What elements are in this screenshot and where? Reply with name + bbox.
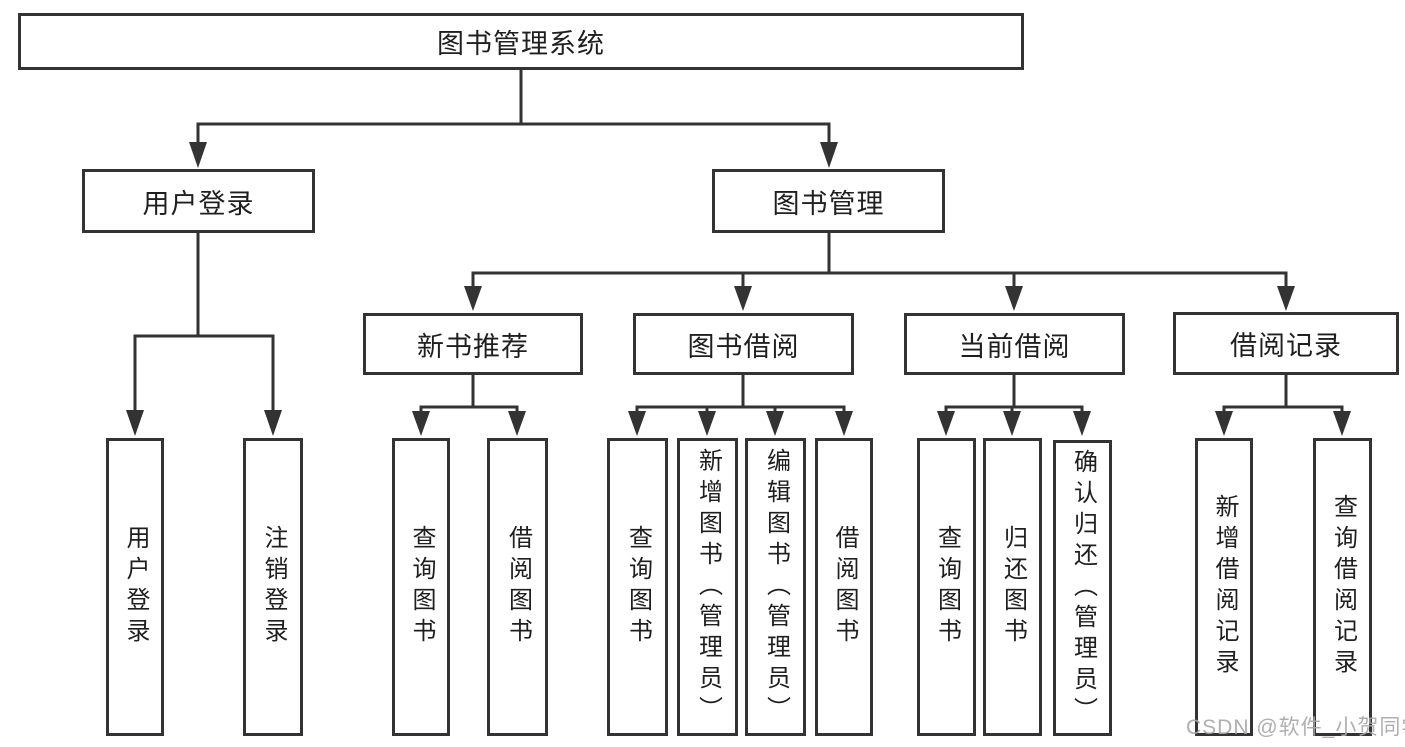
leaf-cb-confirm-return: 确认归还（管理员） bbox=[1053, 440, 1112, 736]
node-borrow-record: 借阅记录 bbox=[1173, 312, 1399, 375]
leaf-cb-query-book-label: 查询图书 bbox=[933, 525, 961, 649]
leaf-rec-borrow-book: 借阅图书 bbox=[487, 438, 548, 736]
leaf-bb-add-book: 新增图书（管理员） bbox=[677, 438, 738, 736]
node-book-management-label: 图书管理 bbox=[772, 188, 885, 219]
node-user-login-label: 用户登录 bbox=[142, 188, 255, 219]
node-current-borrow-label: 当前借阅 bbox=[958, 331, 1071, 362]
leaf-cb-query-book: 查询图书 bbox=[917, 438, 976, 736]
leaf-login: 用户登录 bbox=[106, 438, 164, 736]
node-new-book-recommend: 新书推荐 bbox=[363, 313, 583, 375]
node-book-management: 图书管理 bbox=[712, 169, 945, 233]
leaf-bb-add-book-label: 新增图书（管理员） bbox=[694, 447, 722, 727]
leaf-cb-confirm-return-label: 确认归还（管理员） bbox=[1069, 448, 1097, 728]
node-root-label: 图书管理系统 bbox=[437, 29, 605, 59]
node-new-book-recommend-label: 新书推荐 bbox=[417, 331, 529, 362]
leaf-br-query-record-label: 查询借阅记录 bbox=[1329, 494, 1357, 680]
leaf-login-label: 用户登录 bbox=[122, 525, 149, 649]
leaf-cb-return-book-label: 归还图书 bbox=[999, 525, 1027, 649]
leaf-rec-borrow-book-label: 借阅图书 bbox=[504, 525, 532, 649]
leaf-logout-label: 注销登录 bbox=[260, 525, 287, 649]
node-book-borrow: 图书借阅 bbox=[633, 313, 854, 375]
leaf-cb-return-book: 归还图书 bbox=[983, 438, 1042, 736]
leaf-logout: 注销登录 bbox=[243, 438, 303, 736]
leaf-br-add-record-label: 新增借阅记录 bbox=[1211, 494, 1238, 680]
leaf-bb-edit-book: 编辑图书（管理员） bbox=[745, 438, 806, 736]
leaf-bb-query-book-label: 查询图书 bbox=[624, 525, 652, 649]
node-book-borrow-label: 图书借阅 bbox=[687, 331, 800, 362]
node-user-login: 用户登录 bbox=[82, 169, 315, 233]
node-borrow-record-label: 借阅记录 bbox=[1230, 331, 1342, 361]
leaf-br-query-record: 查询借阅记录 bbox=[1313, 438, 1372, 736]
leaf-bb-edit-book-label: 编辑图书（管理员） bbox=[762, 447, 790, 727]
leaf-bb-borrow-book-label: 借阅图书 bbox=[831, 525, 858, 649]
leaf-bb-borrow-book: 借阅图书 bbox=[815, 438, 873, 736]
node-current-borrow: 当前借阅 bbox=[904, 313, 1125, 375]
leaf-bb-query-book: 查询图书 bbox=[607, 438, 668, 736]
csdn-watermark: CSDN @软件_小贺同学 bbox=[1186, 716, 1405, 739]
node-root-system: 图书管理系统 bbox=[18, 13, 1024, 70]
leaf-br-add-record: 新增借阅记录 bbox=[1195, 438, 1253, 736]
leaf-rec-query-book-label: 查询图书 bbox=[408, 525, 435, 649]
leaf-rec-query-book: 查询图书 bbox=[392, 438, 450, 736]
